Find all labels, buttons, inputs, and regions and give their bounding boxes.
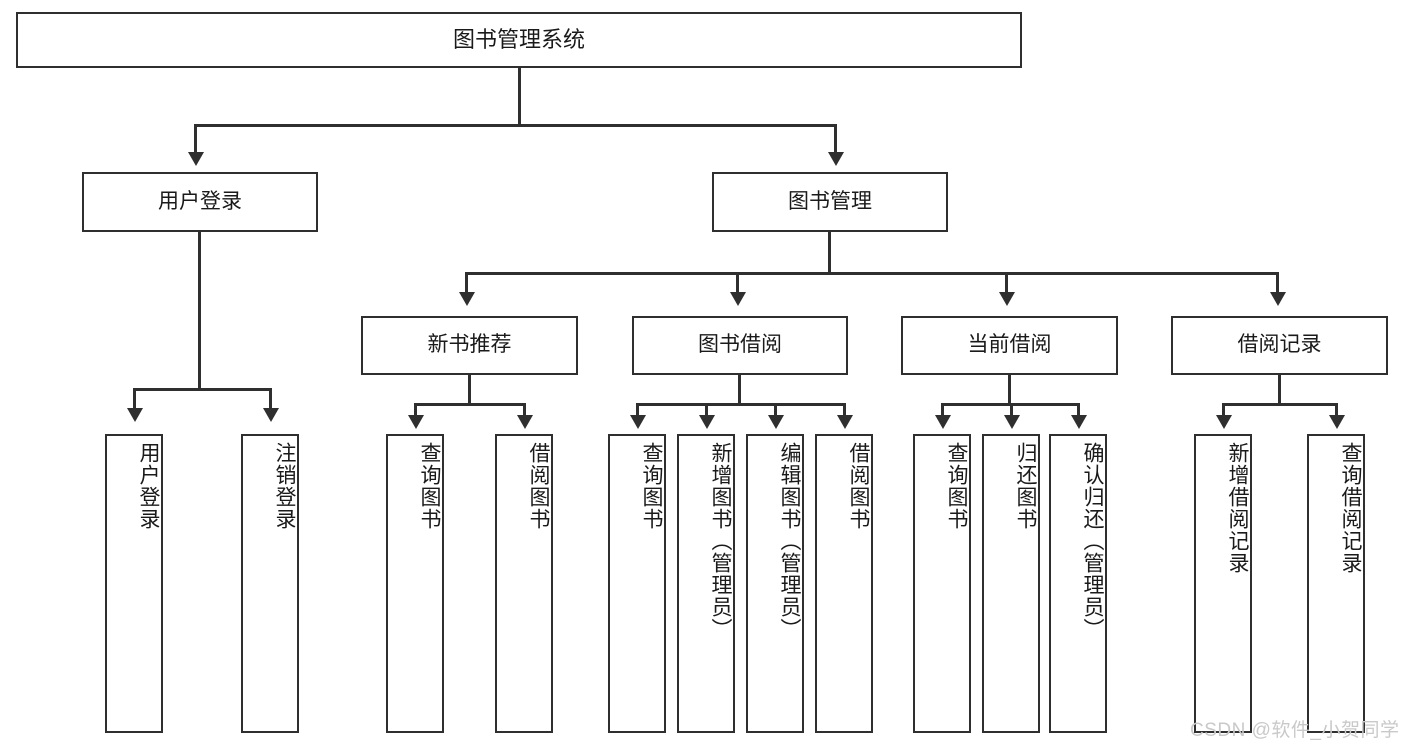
edge-cb-to-leaf-3 xyxy=(1077,403,1080,417)
leaf-book-borrow-borrow-book[interactable]: 借阅图书 xyxy=(815,434,873,733)
edge-new-book-stem xyxy=(468,375,471,405)
edge-bb-to-leaf-4 xyxy=(843,403,846,417)
node-label: 确认归还（管理员） xyxy=(1081,442,1104,640)
node-label: 借阅图书 xyxy=(527,442,550,530)
node-root-book-management-system[interactable]: 图书管理系统 xyxy=(16,12,1022,68)
node-user-login[interactable]: 用户登录 xyxy=(82,172,318,232)
node-label: 借阅图书 xyxy=(847,442,870,530)
node-label: 图书管理 xyxy=(788,189,872,213)
arrow-cb-to-leaf-1 xyxy=(935,415,951,429)
leaf-book-borrow-query-book[interactable]: 查询图书 xyxy=(608,434,666,733)
arrow-root-to-book-management xyxy=(828,152,844,166)
node-new-book-recommend[interactable]: 新书推荐 xyxy=(361,316,578,375)
node-label: 查询图书 xyxy=(945,442,968,530)
node-label: 用户登录 xyxy=(158,189,242,213)
edge-borrow-record-stem xyxy=(1278,375,1281,405)
leaf-new-book-query-book[interactable]: 查询图书 xyxy=(386,434,444,733)
edge-cb-to-leaf-2 xyxy=(1010,403,1013,417)
arrow-nb-to-leaf-1 xyxy=(408,415,424,429)
node-label: 图书管理系统 xyxy=(452,27,585,53)
edge-cb-to-leaf-1 xyxy=(941,403,944,417)
node-label: 用户登录 xyxy=(137,442,160,530)
leaf-user-login-logout[interactable]: 注销登录 xyxy=(241,434,299,733)
node-label: 新书推荐 xyxy=(427,333,512,357)
edge-bb-to-leaf-2 xyxy=(705,403,708,417)
edge-br-to-leaf-1 xyxy=(1222,403,1225,417)
leaf-current-borrow-query-book[interactable]: 查询图书 xyxy=(913,434,971,733)
edge-br-to-leaf-2 xyxy=(1335,403,1338,417)
leaf-borrow-record-query-record[interactable]: 查询借阅记录 xyxy=(1307,434,1365,733)
arrow-root-to-user-login xyxy=(188,152,204,166)
edge-user-login-bus xyxy=(133,388,272,391)
edge-nb-to-leaf-1 xyxy=(414,403,417,417)
node-label: 归还图书 xyxy=(1014,442,1037,530)
edge-root-to-book-management xyxy=(834,124,837,154)
arrow-bb-to-leaf-4 xyxy=(837,415,853,429)
node-book-borrow[interactable]: 图书借阅 xyxy=(632,316,848,375)
arrow-user-login-to-leaf-2 xyxy=(263,408,279,422)
arrow-bb-to-leaf-2 xyxy=(699,415,715,429)
edge-bm-to-new-book xyxy=(465,272,468,294)
edge-user-login-to-leaf-2 xyxy=(269,388,272,410)
edge-bb-to-leaf-1 xyxy=(636,403,639,417)
leaf-book-borrow-edit-book-admin[interactable]: 编辑图书（管理员） xyxy=(746,434,804,733)
node-borrow-record[interactable]: 借阅记录 xyxy=(1171,316,1388,375)
watermark-label: CSDN @软件_小贺同学 xyxy=(1190,720,1400,741)
edge-bm-to-borrow-record xyxy=(1276,272,1279,294)
edge-bb-to-leaf-3 xyxy=(774,403,777,417)
edge-nb-to-leaf-2 xyxy=(523,403,526,417)
leaf-book-borrow-add-book-admin[interactable]: 新增图书（管理员） xyxy=(677,434,735,733)
arrow-br-to-leaf-1 xyxy=(1216,415,1232,429)
edge-borrow-record-bus xyxy=(1222,403,1338,406)
edge-user-login-to-leaf-1 xyxy=(133,388,136,410)
edge-bm-to-book-borrow xyxy=(736,272,739,294)
arrow-nb-to-leaf-2 xyxy=(517,415,533,429)
edge-current-borrow-stem xyxy=(1008,375,1011,405)
arrow-bb-to-leaf-3 xyxy=(768,415,784,429)
node-label: 当前借阅 xyxy=(967,333,1052,357)
arrow-bm-to-current-borrow xyxy=(999,292,1015,306)
edge-bm-to-current-borrow xyxy=(1005,272,1008,294)
arrow-bm-to-book-borrow xyxy=(730,292,746,306)
leaf-current-borrow-confirm-return-admin[interactable]: 确认归还（管理员） xyxy=(1049,434,1107,733)
arrow-bb-to-leaf-1 xyxy=(630,415,646,429)
node-book-management[interactable]: 图书管理 xyxy=(712,172,948,232)
node-label: 注销登录 xyxy=(273,442,296,530)
arrow-user-login-to-leaf-1 xyxy=(127,408,143,422)
edge-book-management-bus xyxy=(465,272,1279,275)
edge-new-book-bus xyxy=(414,403,526,406)
leaf-new-book-borrow-book[interactable]: 借阅图书 xyxy=(495,434,553,733)
edge-book-management-stem xyxy=(828,232,831,274)
edge-root-bus xyxy=(194,124,837,127)
edge-book-borrow-stem xyxy=(738,375,741,405)
node-label: 图书借阅 xyxy=(698,333,782,357)
edge-book-borrow-bus xyxy=(636,403,845,406)
node-current-borrow[interactable]: 当前借阅 xyxy=(901,316,1118,375)
edge-root-stem xyxy=(518,68,521,124)
node-label: 借阅记录 xyxy=(1237,333,1322,357)
arrow-bm-to-borrow-record xyxy=(1270,292,1286,306)
node-label: 编辑图书（管理员） xyxy=(778,442,801,640)
leaf-current-borrow-return-book[interactable]: 归还图书 xyxy=(982,434,1040,733)
arrow-br-to-leaf-2 xyxy=(1329,415,1345,429)
edge-root-to-user-login xyxy=(194,124,197,154)
leaf-borrow-record-add-record[interactable]: 新增借阅记录 xyxy=(1194,434,1252,733)
node-label: 查询图书 xyxy=(418,442,441,530)
edge-user-login-stem xyxy=(198,232,201,390)
arrow-cb-to-leaf-3 xyxy=(1071,415,1087,429)
node-label: 查询图书 xyxy=(640,442,663,530)
node-label: 新增借阅记录 xyxy=(1226,442,1249,574)
arrow-bm-to-new-book xyxy=(459,292,475,306)
node-label: 新增图书（管理员） xyxy=(709,442,732,640)
leaf-user-login-login[interactable]: 用户登录 xyxy=(105,434,163,733)
arrow-cb-to-leaf-2 xyxy=(1004,415,1020,429)
node-label: 查询借阅记录 xyxy=(1339,442,1362,574)
